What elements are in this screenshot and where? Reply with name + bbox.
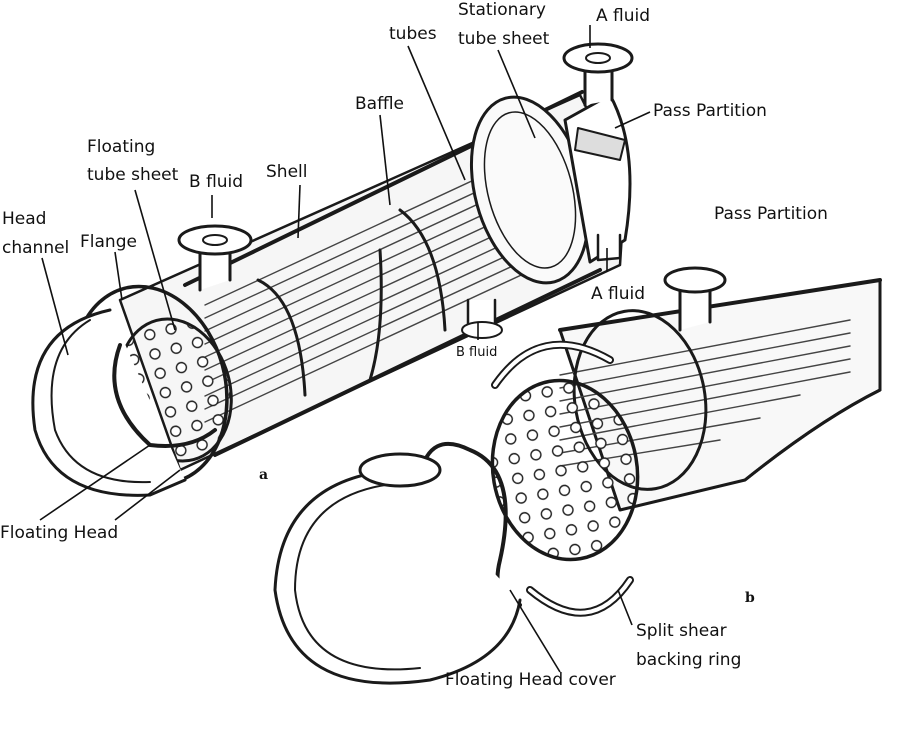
pass-partition-plate	[574, 127, 626, 161]
head-channel	[31, 308, 187, 497]
label-a-fluid-top: A fluid	[596, 6, 651, 26]
a-fluid-nozzle-bottom	[596, 233, 622, 262]
label-view-b: b	[745, 590, 755, 606]
label-b-fluid-small: B fluid	[456, 345, 498, 360]
cover-flange	[358, 452, 442, 488]
label-split-shear-2: backing ring	[636, 650, 742, 670]
label-floating-tube-sheet-1: Floating	[87, 137, 156, 157]
label-floating-head: Floating Head	[0, 523, 119, 543]
label-pass-partition-right: Pass Partition	[714, 204, 828, 224]
label-floating-tube-sheet-2: tube sheet	[87, 165, 179, 185]
label-shell: Shell	[266, 162, 308, 182]
floating-head-cover	[273, 468, 522, 685]
label-stationary-line2: tube sheet	[458, 29, 550, 49]
baffle-1	[256, 278, 307, 397]
baffle-3	[368, 248, 383, 382]
baffle-2	[398, 208, 447, 332]
label-b-fluid-top: B fluid	[189, 172, 244, 192]
label-head-channel-2: channel	[2, 238, 70, 258]
label-stationary-line1: Stationary	[458, 0, 546, 20]
label-floating-head-cover: Floating Head cover	[445, 670, 616, 690]
label-a-fluid-right: A fluid	[591, 284, 646, 304]
tube-bundle	[204, 139, 561, 423]
exploded-view	[273, 266, 882, 685]
label-pass-partition-top: Pass Partition	[653, 101, 767, 121]
label-split-shear-1: Split shear	[636, 621, 727, 641]
label-view-a: a	[259, 467, 269, 483]
leader-lines	[39, 25, 651, 673]
label-tubes: tubes	[389, 24, 437, 44]
label-flange: Flange	[80, 232, 137, 252]
label-head-channel-1: Head	[2, 209, 47, 229]
label-baffle: Baffle	[355, 94, 404, 114]
shell-bottom-edge	[213, 268, 602, 457]
assembled-exchanger	[31, 42, 634, 497]
b-view-tube-sheet	[490, 378, 640, 562]
